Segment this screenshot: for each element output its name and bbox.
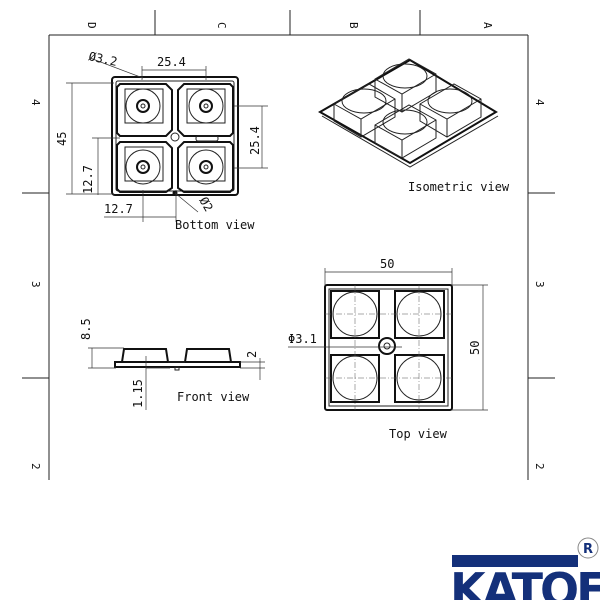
dim-pitch-v: 25.4	[248, 126, 262, 155]
dim-plate: 2	[245, 351, 259, 358]
front-view-label: Front view	[177, 390, 250, 404]
drawing-frame: D C B A 4 3 2 4 3 2	[22, 10, 555, 480]
column-label: C	[215, 22, 228, 29]
katof-logo: KATOF R	[450, 537, 600, 600]
dim-half-h: 12.7	[104, 202, 133, 216]
registered-mark: R	[583, 542, 593, 557]
pocket	[177, 83, 234, 137]
dim-hole-bottom: Ø2	[196, 195, 215, 215]
row-label: 4	[29, 99, 42, 106]
row-label: 3	[533, 281, 546, 288]
logo-text: KATOF	[450, 563, 600, 600]
bottom-view: 25.4 Ø3.2 45 12.7 25.4 12.7 Ø2 Bottom vi…	[55, 49, 268, 232]
dim-hole: Φ3.1	[288, 332, 317, 346]
pocket	[116, 141, 173, 193]
bottom-view-label: Bottom view	[175, 218, 255, 232]
row-label: 3	[29, 281, 42, 288]
dim-height: 50	[468, 341, 482, 355]
dim-overall-v: 45	[55, 132, 69, 146]
column-label: A	[481, 22, 494, 29]
lens	[394, 354, 445, 403]
top-view: 50 50 Φ3.1 Top view	[288, 257, 488, 441]
dim-half-v: 12.7	[81, 165, 95, 194]
row-label: 2	[533, 463, 546, 470]
row-label: 2	[29, 463, 42, 470]
front-view: 8.5 2 1.15 Front view	[79, 318, 265, 410]
column-label: D	[85, 22, 98, 29]
isometric-view: Isometric view	[317, 58, 510, 194]
row-label: 4	[533, 99, 546, 106]
dim-pitch-h: 25.4	[157, 55, 186, 69]
dim-hole-top: Ø3.2	[87, 49, 118, 69]
isometric-view-label: Isometric view	[408, 180, 510, 194]
iso-lens	[333, 83, 396, 138]
pocket	[116, 83, 173, 137]
dim-height: 8.5	[79, 318, 93, 340]
lens	[394, 290, 445, 339]
iso-lens	[374, 104, 437, 159]
iso-lens	[374, 58, 437, 113]
pocket	[177, 141, 234, 193]
top-view-label: Top view	[389, 427, 448, 441]
iso-lens	[419, 83, 482, 138]
dim-offset: 1.15	[131, 379, 145, 408]
column-label: B	[347, 22, 360, 29]
dim-width: 50	[380, 257, 394, 271]
